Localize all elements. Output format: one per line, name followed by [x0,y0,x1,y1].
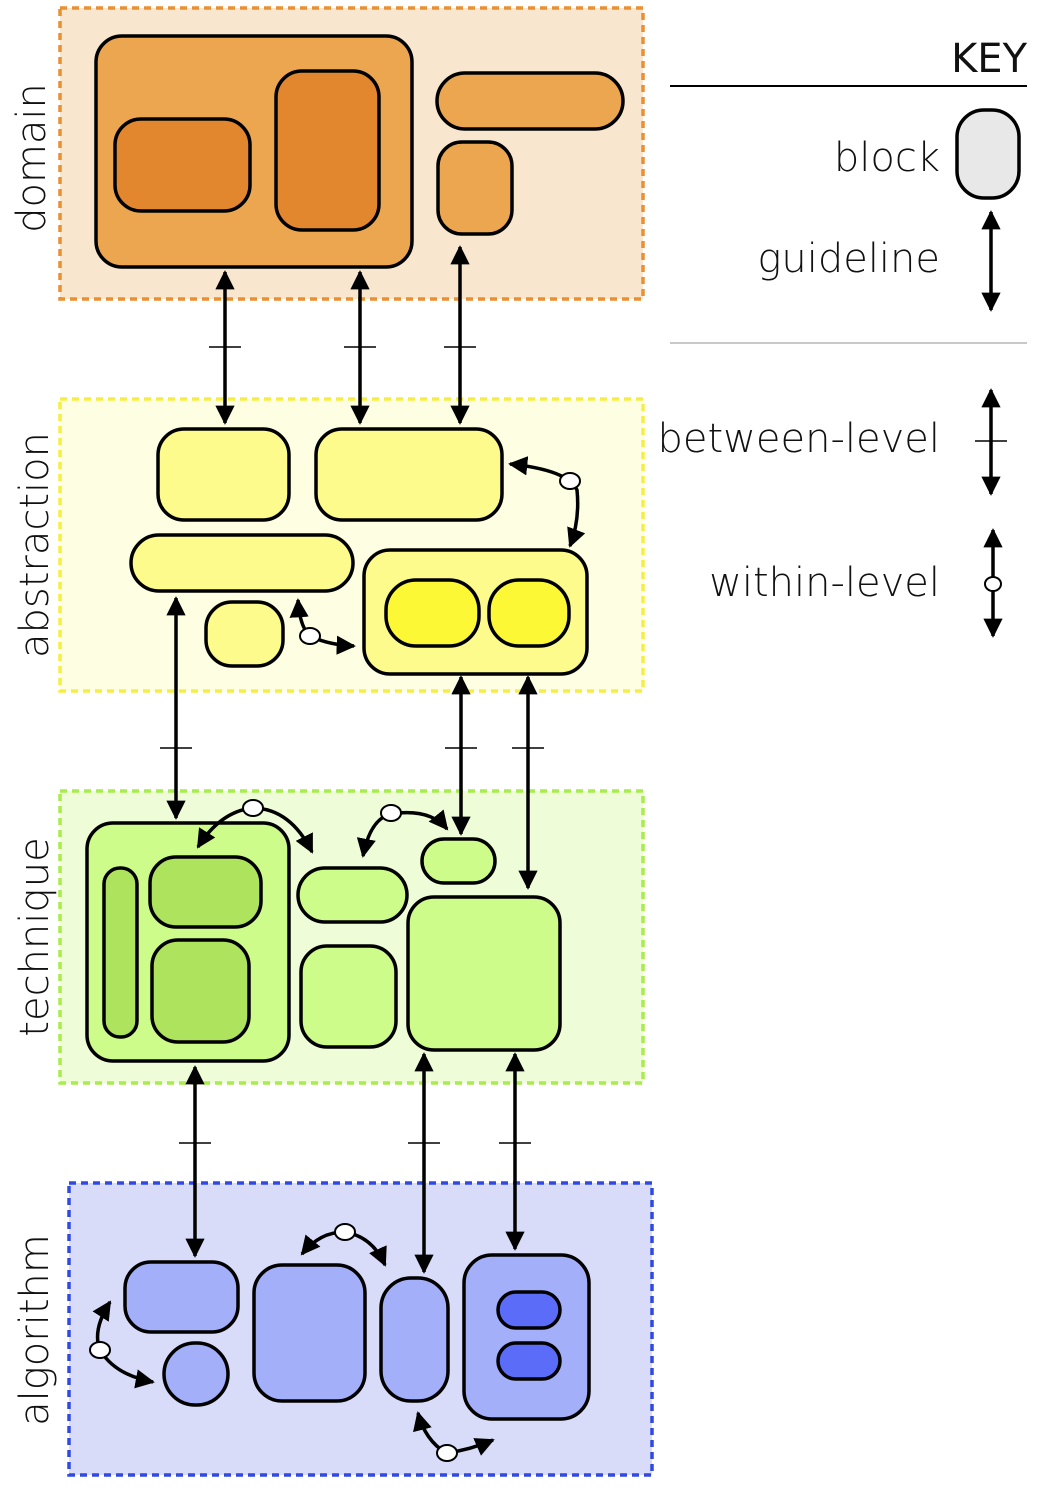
domain-inner-block [113,117,252,213]
between-level-arrows [160,245,544,1274]
domain-inner-block [274,69,381,232]
domain-block [435,71,625,131]
algorithm-block [123,1260,240,1334]
key-legend: KEY block guideline between-level within… [657,36,1028,638]
key-label-within-level: within-level [709,560,940,606]
technique-block [299,944,398,1049]
key-label-block: block [834,135,940,181]
abstraction-block [129,533,355,593]
algorithm-inner-block [496,1341,562,1381]
algorithm-block [162,1341,230,1407]
algorithm-block [252,1263,367,1403]
technique-inner-block [150,938,251,1044]
abstraction-block [204,600,285,668]
within-level-arrow-icon [983,528,1003,638]
domain-block [436,140,514,236]
key-label-guideline: guideline [757,236,940,282]
abstraction-inner-block [487,578,571,648]
abstraction-inner-block [384,578,481,648]
technique-inner-block [102,866,139,1039]
between-level-arrow-icon [975,388,1007,496]
key-title: KEY [951,36,1028,82]
technique-inner-block [148,855,263,929]
technique-block [406,895,562,1052]
domain-label: domain [9,83,55,233]
abstraction-label: abstraction [12,432,58,658]
domain-level: domain [9,6,645,301]
algorithm-level: algorithm [12,1181,654,1477]
key-label-between-level: between-level [657,416,940,462]
technique-block [296,866,409,924]
algorithm-outer-block [462,1253,591,1421]
abstraction-block [314,427,504,522]
algorithm-label: algorithm [12,1234,58,1426]
within-level-arrows [89,456,586,1462]
abstraction-level: abstraction [12,397,645,693]
technique-block [420,837,497,885]
within-level-arrow [508,456,586,548]
block-shape-icon [955,108,1021,200]
abstraction-block [156,427,291,522]
algorithm-block [379,1276,450,1403]
technique-label: technique [12,837,58,1036]
algorithm-inner-block [496,1290,562,1330]
technique-level: technique [12,789,645,1085]
